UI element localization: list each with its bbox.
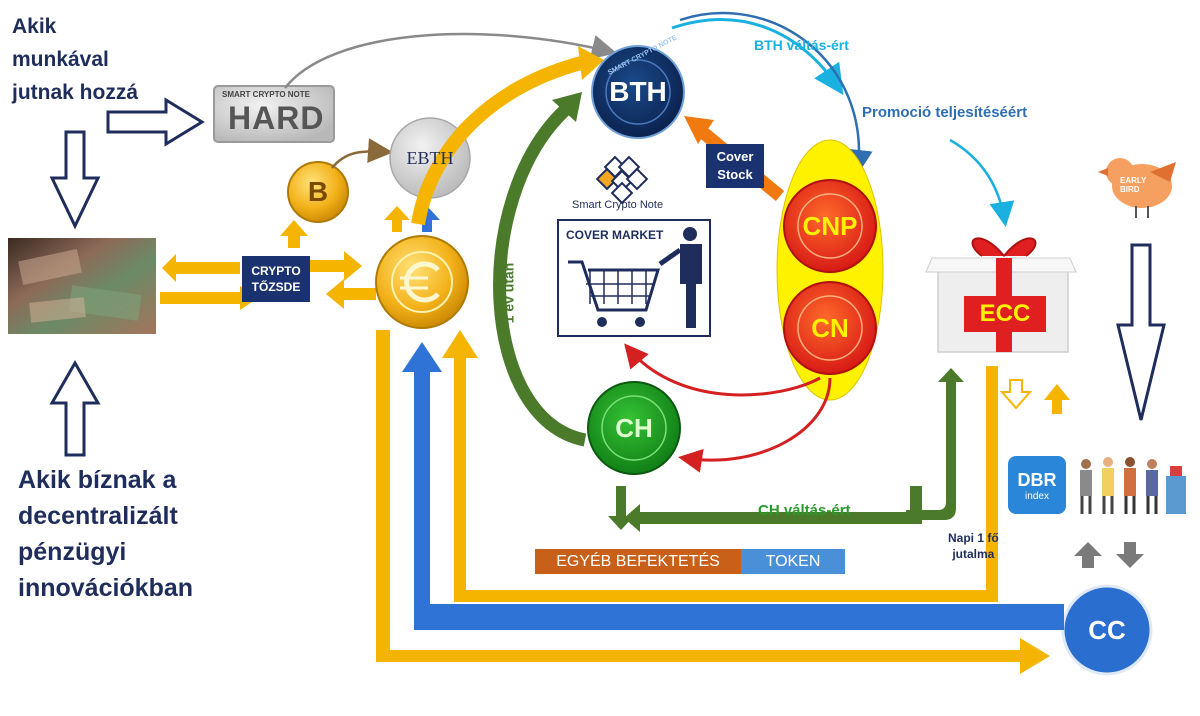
token-bar <box>741 549 845 574</box>
bottom-left-label: Akik bíznak a decentralizált pénzügyi in… <box>18 466 194 602</box>
token-label: TOKEN <box>765 552 821 570</box>
cn-label: CN <box>811 312 849 343</box>
ecc-label: ECC <box>979 300 1031 327</box>
hard-small-text: SMART CRYPTO NOTE <box>222 90 311 99</box>
arrow-right-hard <box>106 97 205 147</box>
dbr-index-box <box>1008 456 1066 514</box>
promocio-label: Promoció teljesítéséért <box>862 104 1028 121</box>
cover-stock-box <box>706 144 764 188</box>
arrow-coin-to-bth <box>411 55 587 226</box>
dbr-label: DBR index <box>1017 470 1057 502</box>
ebth-label: EBTH <box>406 147 454 168</box>
cnp-label: CNP <box>802 210 858 241</box>
ch-label: CH <box>615 412 653 443</box>
arrow-ch-to-bth <box>493 105 587 447</box>
napi-jutalma-label: Napi 1 fő jutalma <box>948 531 999 561</box>
smart-crypto-note-logo <box>595 155 649 205</box>
cover-market-label: COVER MARKET <box>566 228 664 242</box>
early-bird-label: EARLY BIRD <box>1120 176 1147 194</box>
egyeb-befektetes-label: EGYÉB BEFEKTETÉS <box>556 552 720 570</box>
arrow-money-to-exchange <box>162 254 240 282</box>
top-left-label: Akik munkával jutnak hozzá <box>12 15 139 104</box>
crypto-exchange-label: CRYPTO TŐZSDE <box>251 264 301 294</box>
people-queue-icon <box>1080 457 1186 514</box>
cc-label: CC <box>1088 614 1126 645</box>
smart-crypto-note-label: Smart Crypto Note <box>572 199 664 211</box>
arrow-down-right <box>1116 243 1166 421</box>
ecc-gift <box>925 237 1077 353</box>
hard-label: HARD <box>228 100 325 136</box>
early-bird-icon <box>1098 158 1176 218</box>
hard-block <box>213 85 335 143</box>
crypto-exchange-box <box>242 256 310 302</box>
ch-valtas-label: CH váltás-ért <box>758 502 851 519</box>
arrow-cc-to-coin <box>402 342 1064 630</box>
ch-exchange-line <box>624 486 922 532</box>
cover-stock-label: Cover Stock <box>716 149 754 182</box>
arrow-up-left <box>49 359 101 457</box>
bitcoin-symbol: B <box>307 176 329 207</box>
bth-valtas-label: BTH váltás-ért <box>754 37 849 53</box>
bitcoin-coin <box>287 161 349 223</box>
egyeb-befektetes-bar <box>535 549 741 574</box>
euro-coin <box>375 235 469 329</box>
arrow-down-left <box>49 130 101 230</box>
bth-label: BTH <box>609 76 667 107</box>
egy-ev-utan-label: 1 év után <box>500 262 517 324</box>
